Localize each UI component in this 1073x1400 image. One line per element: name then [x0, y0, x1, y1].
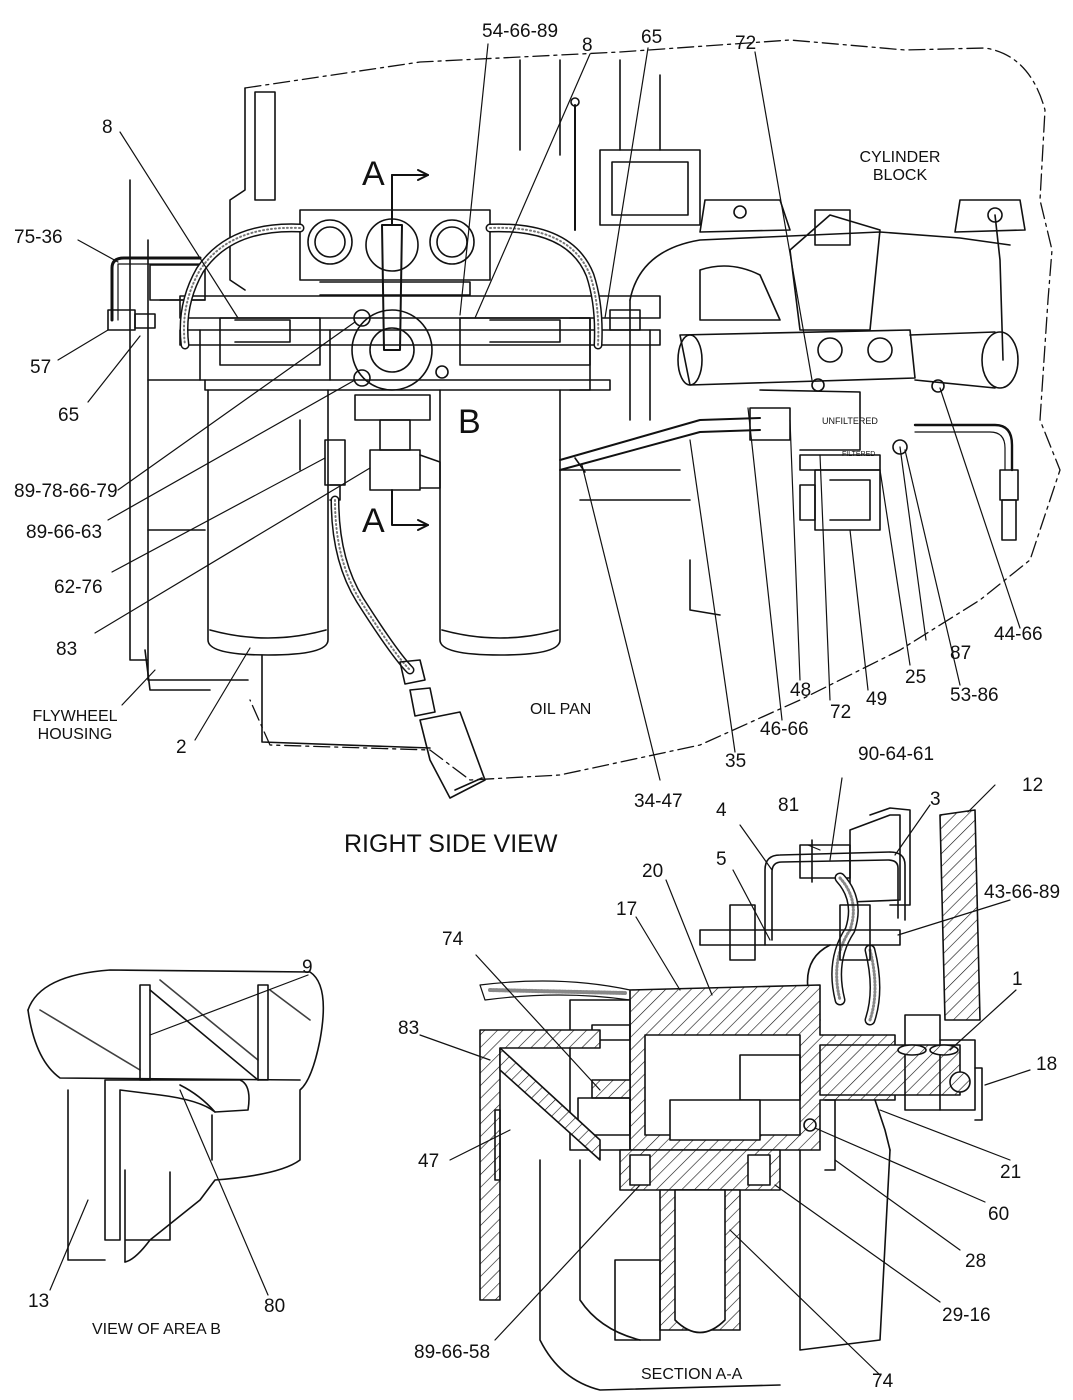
view-area-b-title: VIEW OF AREA B [92, 1321, 221, 1338]
callout-65-left: 65 [58, 405, 80, 426]
callout-3: 3 [930, 789, 941, 810]
engine-outline [245, 40, 1060, 780]
section-a-arrows [392, 170, 428, 530]
filter-base [300, 210, 490, 280]
unfiltered-stencil: UNFILTERED [822, 416, 878, 426]
flywheel-housing-label: FLYWHEEL HOUSING [32, 708, 118, 743]
area-mark-b: B [458, 403, 481, 441]
section-mark-a-bottom: A [362, 502, 385, 540]
callout-4: 4 [716, 800, 727, 821]
callout-89-78-66-79: 89-78-66-79 [14, 481, 118, 502]
callout-83-top: 83 [56, 639, 78, 660]
callout-72-top: 72 [735, 33, 757, 54]
callout-54-66-89: 54-66-89 [482, 21, 559, 42]
callout-18: 18 [1036, 1054, 1058, 1075]
callout-34-47: 34-47 [634, 791, 683, 812]
callout-90-64-61: 90-64-61 [858, 744, 935, 765]
callout-72-bottom: 72 [830, 702, 852, 723]
leader-lines [58, 44, 1020, 780]
callout-62-76: 62-76 [54, 577, 103, 598]
filter-left [208, 390, 328, 655]
callout-83-section: 83 [398, 1018, 420, 1039]
callout-81: 81 [778, 795, 800, 816]
callout-57: 57 [30, 357, 52, 378]
callout-74-top: 74 [442, 929, 464, 950]
filter-right [440, 390, 560, 655]
oil-pan-label: OIL PAN [530, 701, 592, 718]
callout-74-bottom: 74 [872, 1371, 894, 1392]
callout-12: 12 [1022, 775, 1044, 796]
callout-13: 13 [28, 1291, 50, 1312]
section-leader-lines [420, 778, 1030, 1375]
callout-65-top: 65 [641, 27, 663, 48]
callout-29-16: 29-16 [942, 1305, 991, 1326]
right-side-view-title: RIGHT SIDE VIEW [344, 830, 558, 858]
filtered-stencil: FILTERED [842, 451, 876, 458]
callout-35: 35 [725, 751, 747, 772]
callout-75-36: 75-36 [14, 227, 63, 248]
view-b-leader-lines [50, 975, 308, 1295]
callout-28: 28 [965, 1251, 987, 1272]
callout-5: 5 [716, 849, 727, 870]
callout-49: 49 [866, 689, 888, 710]
callout-43-66-89: 43-66-89 [984, 882, 1061, 903]
section-aa-drawing [480, 808, 982, 1390]
callout-21: 21 [1000, 1162, 1022, 1183]
section-mark-a-top: A [362, 155, 385, 193]
callout-1: 1 [1012, 969, 1023, 990]
callout-17: 17 [616, 899, 638, 920]
callout-80: 80 [264, 1296, 286, 1317]
callout-20: 20 [642, 861, 664, 882]
callout-48: 48 [790, 680, 812, 701]
callout-53-86: 53-86 [950, 685, 999, 706]
callout-60: 60 [988, 1204, 1010, 1225]
callout-44-66: 44-66 [994, 624, 1043, 645]
callout-89-66-58: 89-66-58 [414, 1342, 491, 1363]
callout-87: 87 [950, 643, 972, 664]
right-side-view-drawing [108, 40, 1060, 798]
cylinder-block-label: CYLINDER BLOCK [859, 149, 941, 184]
view-area-b-drawing [28, 970, 323, 1262]
callout-8-top: 8 [582, 35, 593, 56]
callout-9: 9 [302, 957, 313, 978]
callout-2: 2 [176, 737, 187, 758]
callout-89-66-63: 89-66-63 [26, 522, 103, 543]
callout-46-66: 46-66 [760, 719, 809, 740]
callout-25: 25 [905, 667, 927, 688]
callout-47: 47 [418, 1151, 440, 1172]
callout-8-left: 8 [102, 117, 113, 138]
section-aa-title: SECTION A-A [641, 1366, 743, 1383]
